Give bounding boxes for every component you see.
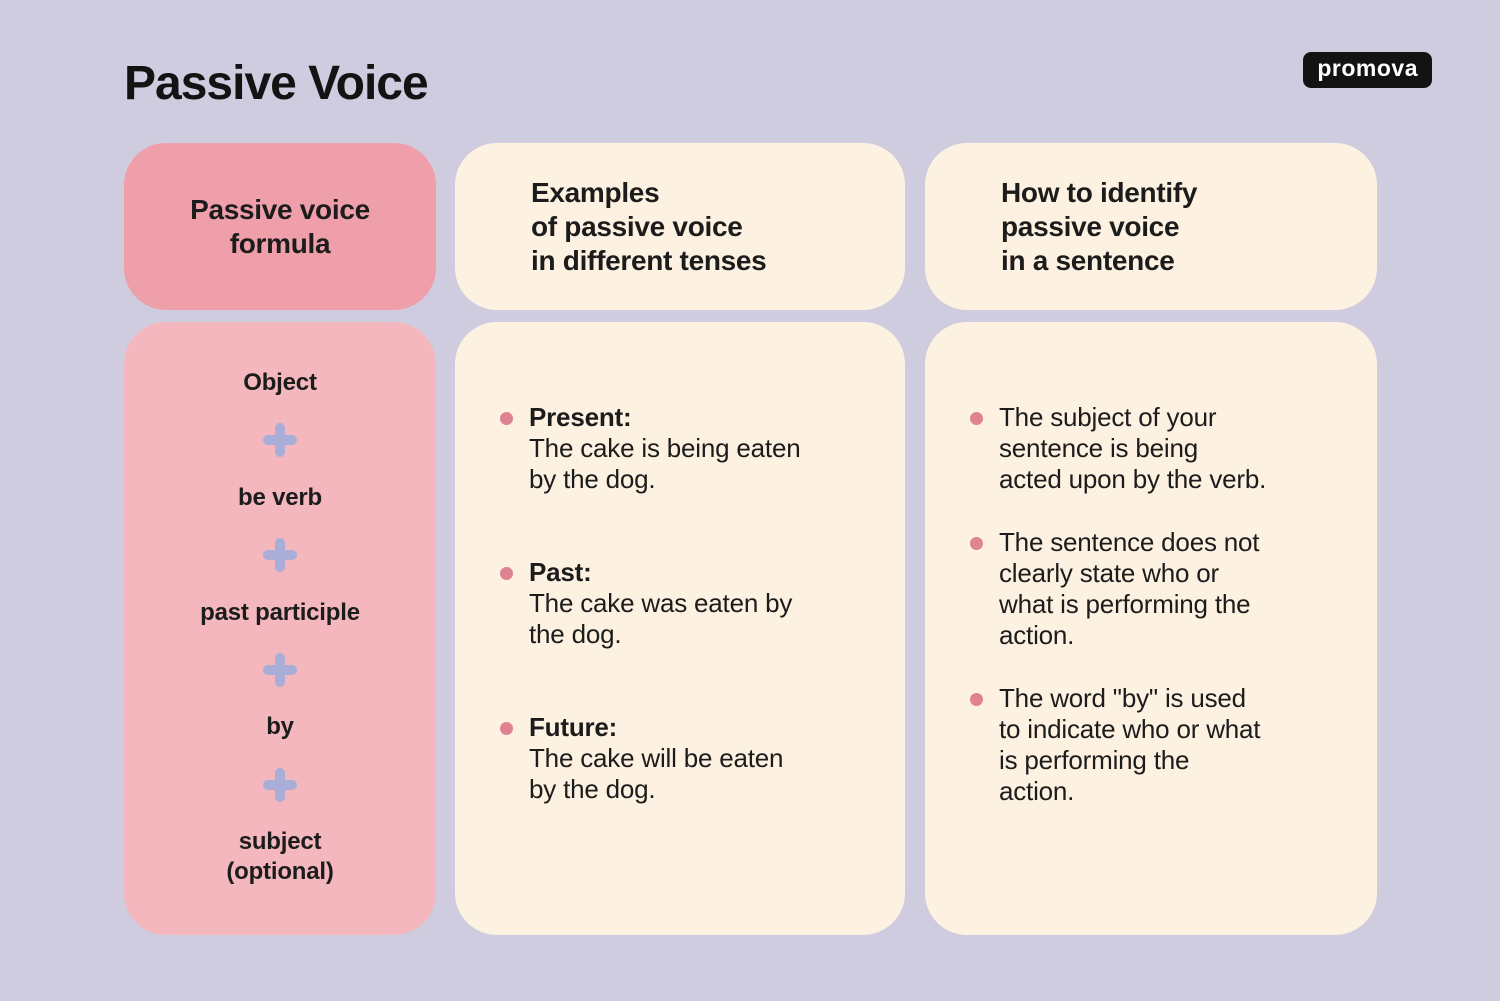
- identify-body-card: The subject of your sentence is being ac…: [925, 322, 1377, 935]
- identify-tip-row: The sentence does not clearly state who …: [970, 527, 1347, 651]
- formula-item-subject: subject (optional): [226, 828, 334, 885]
- identify-tip-2: The sentence does not clearly state who …: [999, 527, 1260, 650]
- identify-tip-1: The subject of your sentence is being ac…: [999, 402, 1267, 494]
- formula-body-card: Object be verb past participle by subjec…: [124, 322, 436, 935]
- identify-tip-row: The subject of your sentence is being ac…: [970, 402, 1347, 495]
- example-present-row: Present: The cake is being eaten by the …: [500, 402, 875, 495]
- bullet-icon: [970, 412, 983, 425]
- tense-label-present: Present:: [529, 402, 632, 432]
- plus-icon: [263, 538, 297, 573]
- example-sentence-future: The cake will be eaten by the dog.: [529, 743, 784, 804]
- plus-icon: [263, 767, 297, 802]
- example-future-row: Future: The cake will be eaten by the do…: [500, 712, 875, 805]
- page-title: Passive Voice: [124, 57, 429, 110]
- examples-header-card: Examples of passive voice in different t…: [455, 143, 905, 310]
- promova-logo: promova: [1303, 52, 1432, 88]
- example-past-row: Past: The cake was eaten by the dog.: [500, 557, 875, 650]
- formula-item-past-participle: past participle: [200, 598, 360, 626]
- tense-label-past: Past:: [529, 557, 592, 587]
- formula-header-text: Passive voice formula: [190, 193, 370, 259]
- examples-body-card: Present: The cake is being eaten by the …: [455, 322, 905, 935]
- formula-header-card: Passive voice formula: [124, 143, 436, 310]
- examples-header-text: Examples of passive voice in different t…: [531, 176, 767, 276]
- bullet-icon: [500, 722, 513, 735]
- identify-tip-row: The word "by" is used to indicate who or…: [970, 683, 1347, 807]
- formula-item-be-verb: be verb: [238, 483, 322, 511]
- tense-label-future: Future:: [529, 712, 618, 742]
- bullet-icon: [970, 693, 983, 706]
- example-sentence-present: The cake is being eaten by the dog.: [529, 433, 801, 494]
- example-sentence-past: The cake was eaten by the dog.: [529, 588, 793, 649]
- bullet-icon: [500, 412, 513, 425]
- plus-icon: [263, 423, 297, 458]
- bullet-icon: [970, 537, 983, 550]
- formula-item-by: by: [266, 713, 294, 741]
- identify-header-text: How to identify passive voice in a sente…: [1001, 176, 1198, 276]
- bullet-icon: [500, 567, 513, 580]
- formula-item-object: Object: [243, 369, 317, 396]
- identify-header-card: How to identify passive voice in a sente…: [925, 143, 1377, 310]
- plus-icon: [263, 652, 297, 687]
- identify-tip-3: The word "by" is used to indicate who or…: [999, 683, 1261, 806]
